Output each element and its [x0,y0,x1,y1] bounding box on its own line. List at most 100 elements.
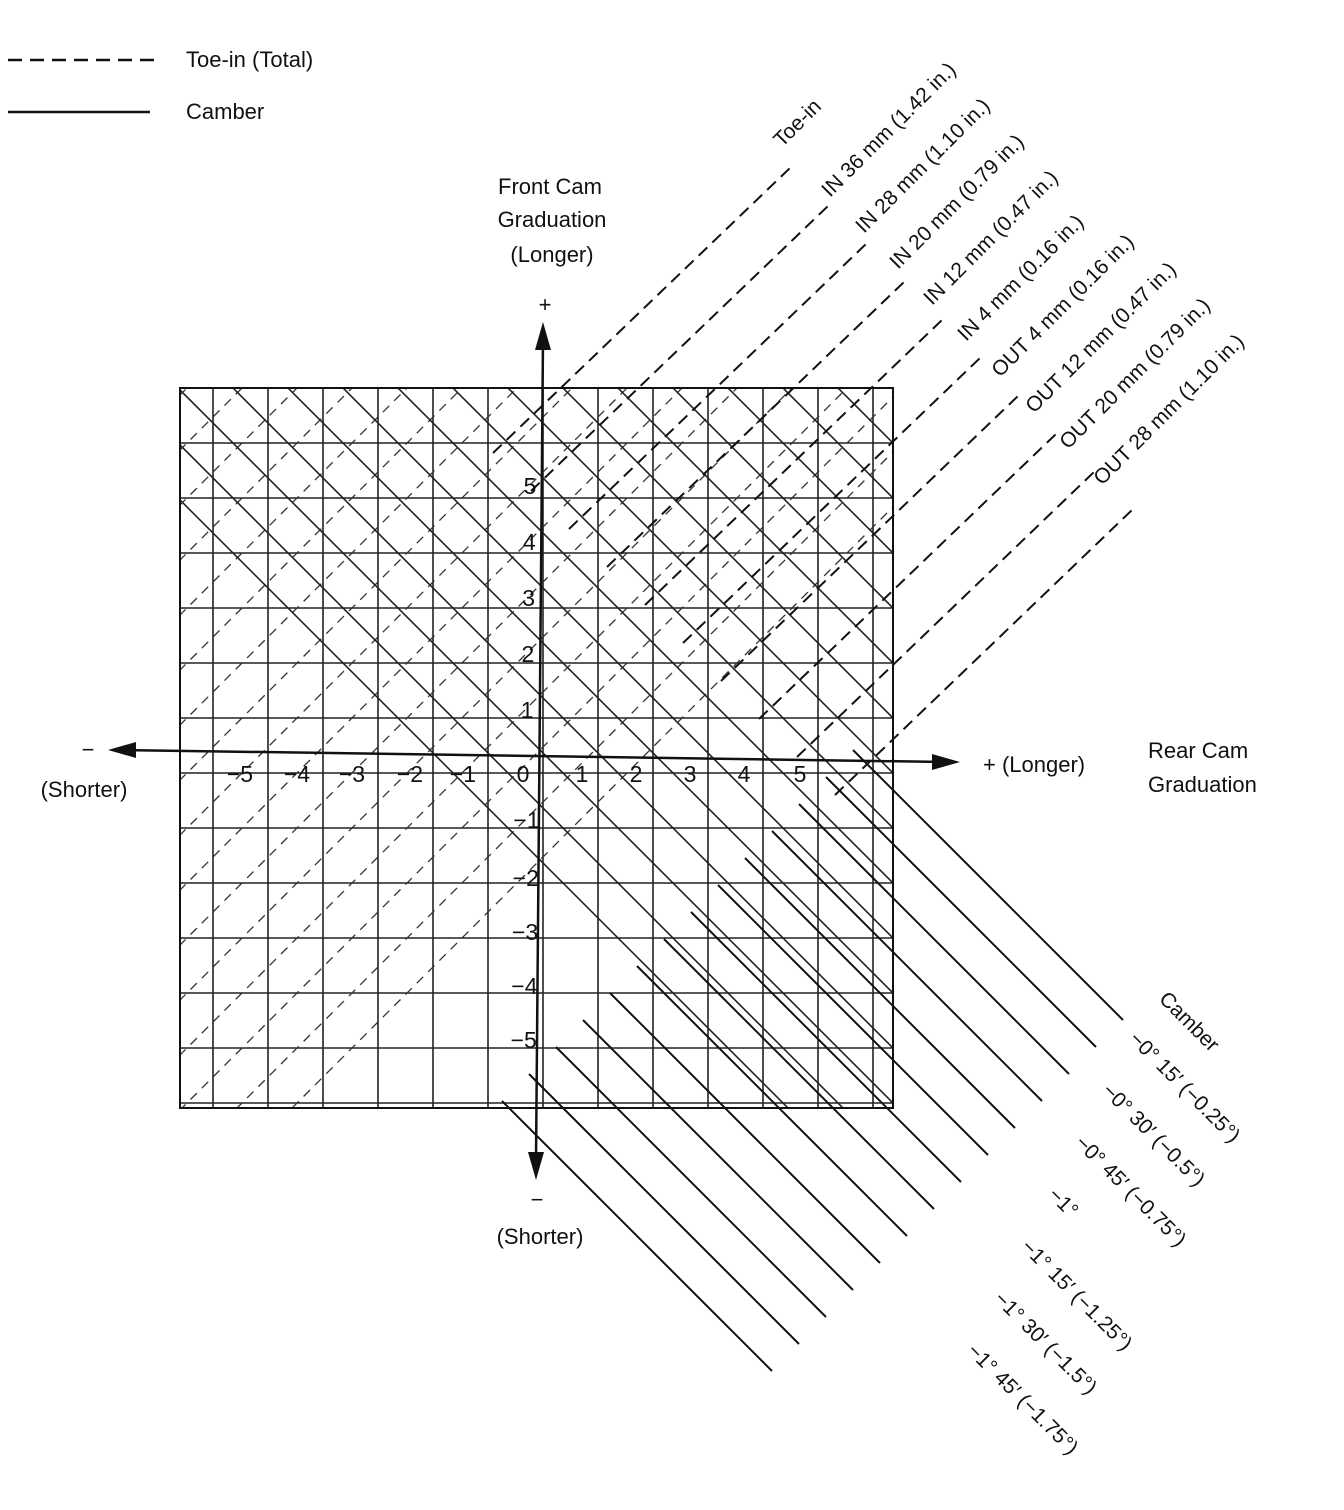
hatch-line [236,451,893,1108]
toe-in-label: IN 12 mm (0.47 in.) [919,166,1062,309]
rear-axis-ticks: −5 −4 −3 −2 −1 0 1 2 3 4 5 [227,761,807,787]
rear-axis-tick-label: −2 [397,761,423,787]
rear-axis-tick-label: −3 [339,761,365,787]
grid-diagonal [396,388,893,884]
camber-line [663,938,935,1210]
rear-axis-tick-label: 5 [794,761,807,787]
front-axis-up-arrow [535,322,551,350]
hatch-line [180,388,188,396]
camber-line [690,911,962,1183]
hatch-line [180,388,408,616]
toe-in-labels: IN 36 mm (1.42 in.)IN 28 mm (1.10 in.)IN… [817,58,1249,489]
front-axis-tick-label: 5 [524,473,537,499]
grid-diagonal [726,388,893,554]
front-axis-title-line3: (Longer) [510,242,593,267]
front-axis-title: Front Cam Graduation (Longer) [498,174,607,267]
rear-axis-tick-label: 0 [517,761,530,787]
rear-axis-shorter-note: (Shorter) [41,777,128,802]
front-cam-axis [534,339,545,1161]
front-axis-tick-label: 1 [521,697,534,723]
rear-axis-title-line2: Graduation [1148,772,1257,797]
rear-axis-tick-label: −1 [450,761,476,787]
camber-line [501,1100,773,1372]
rear-axis-tick-label: 3 [684,761,697,787]
front-axis-shorter-note: (Shorter) [497,1224,584,1249]
grid [180,388,893,1108]
hatch-line [180,388,628,836]
grid-diagonal [231,388,893,1049]
camber-line [528,1073,800,1345]
camber-label: −1° [1043,1183,1082,1222]
rear-axis-tick-label: −5 [227,761,253,787]
camber-labels: −0° 15′ (−0.25°)−0° 30′ (−0.5°)−0° 45′ (… [962,1027,1244,1459]
front-axis-tick-label: −1 [513,807,539,833]
camber-line [717,884,989,1156]
toe-in-line [682,357,981,644]
camber-line [771,830,1043,1102]
hatch-line [180,388,463,671]
grid-diagonal [451,388,893,829]
rear-axis-tick-label: 4 [738,761,751,787]
camber-line [852,749,1124,1021]
grid-diagonal [180,499,790,1108]
front-axis-down-arrow [528,1152,544,1180]
hatch-line [180,388,573,781]
front-axis-tick-label: −4 [511,973,537,999]
hatch-line [180,388,353,561]
toe-in-line [758,433,1057,720]
front-axis-tick-label: −2 [513,865,539,891]
rear-axis-right-arrow [932,754,960,770]
front-axis-tick-label: 2 [522,641,535,667]
toe-in-header: Toe-in [769,95,826,152]
toe-in-line [796,471,1095,758]
grid-diagonal [341,388,893,939]
hatch-line [180,388,738,946]
camber-line [825,776,1097,1048]
legend-camber-label: Camber [186,99,264,124]
grid-diagonal [180,444,845,1108]
hatch-line [181,396,893,1108]
rear-axis-title-line1: Rear Cam [1148,738,1248,763]
rear-axis-minus: − [82,737,95,762]
hatch-line [291,506,893,1108]
front-axis-ticks: 5 4 3 2 1 −1 −2 −3 −4 −5 [511,473,540,1053]
rear-cam-axis [121,748,946,764]
camber-header: Camber [1154,987,1223,1056]
camber-lines [501,749,1124,1372]
toe-in-line [606,281,905,568]
front-axis-tick-label: −3 [512,919,538,945]
hatch-line [180,388,683,891]
toe-in-line [568,243,867,530]
front-axis-plus: + [539,292,552,317]
camber-line [582,1019,854,1291]
front-axis-tick-label: 4 [523,529,536,555]
grid-diagonal [506,388,893,774]
axes [121,339,946,1161]
hatch-line [180,388,848,1056]
rear-axis-longer-note: + (Longer) [983,752,1085,777]
rear-axis-tick-label: 2 [630,761,643,787]
toe-in-line [720,395,1019,682]
grid-diagonal [561,388,893,719]
toe-in-line [644,319,943,606]
front-axis-title-line2: Graduation [498,207,607,232]
front-axis-tick-label: −5 [511,1027,537,1053]
front-axis-title-line1: Front Cam [498,174,602,199]
toe-in-label: IN 20 mm (0.79 in.) [885,130,1028,273]
front-axis-tick-label: 3 [522,585,535,611]
toe-in-line [530,205,829,492]
camber-line [555,1046,827,1318]
toe-in-label: IN 4 mm (0.16 in.) [953,210,1088,345]
grid-diagonal [671,388,893,609]
camber-line [609,992,881,1264]
rear-axis-tick-label: 1 [576,761,589,787]
grid-diagonal [286,388,893,994]
legend: Toe-in (Total) Camber [8,47,313,124]
rear-axis-tick-label: −4 [284,761,310,787]
rear-axis-left-arrow [108,742,136,758]
camber-line [744,857,1016,1129]
toe-in-lines [492,167,1133,796]
hatch-line [180,388,793,1001]
toe-in-line [834,509,1133,796]
